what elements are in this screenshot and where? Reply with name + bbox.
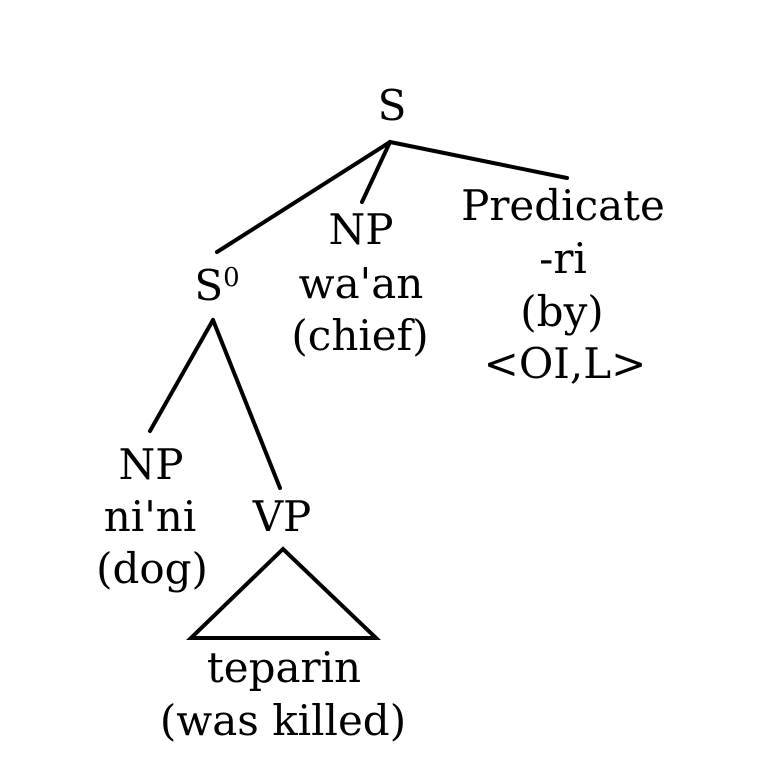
node-np-subject-gloss: (chief) (291, 311, 428, 360)
node-vp-gloss: (was killed) (160, 696, 406, 745)
vp-triangle (186, 546, 381, 640)
node-np-object-gloss: (dog) (96, 544, 208, 593)
node-predicate-category: Predicate (461, 181, 665, 230)
node-vp-category: VP (252, 492, 312, 541)
edge-s-to-predicate (388, 140, 569, 180)
node-predicate-gloss: (by) (520, 287, 603, 336)
node-predicate-features: <OI,L> (484, 339, 647, 388)
edge-s0-to-np-object (148, 318, 215, 433)
node-np-object-category: NP (118, 440, 183, 489)
node-np-object-word: ni'ni (104, 492, 197, 541)
node-predicate-word: -ri (539, 234, 587, 283)
node-s-root: S (378, 81, 407, 130)
node-s0: S0 (194, 261, 239, 310)
edge-s-to-s0 (215, 140, 392, 254)
edge-s0-to-vp (211, 318, 282, 490)
node-s0-label: S (194, 261, 223, 310)
node-np-subject-word: wa'an (299, 259, 424, 308)
edge-s-to-np-subject (360, 140, 392, 204)
node-np-subject-category: NP (328, 205, 393, 254)
node-s0-superscript: 0 (223, 263, 240, 293)
node-vp-word: teparin (207, 643, 361, 692)
